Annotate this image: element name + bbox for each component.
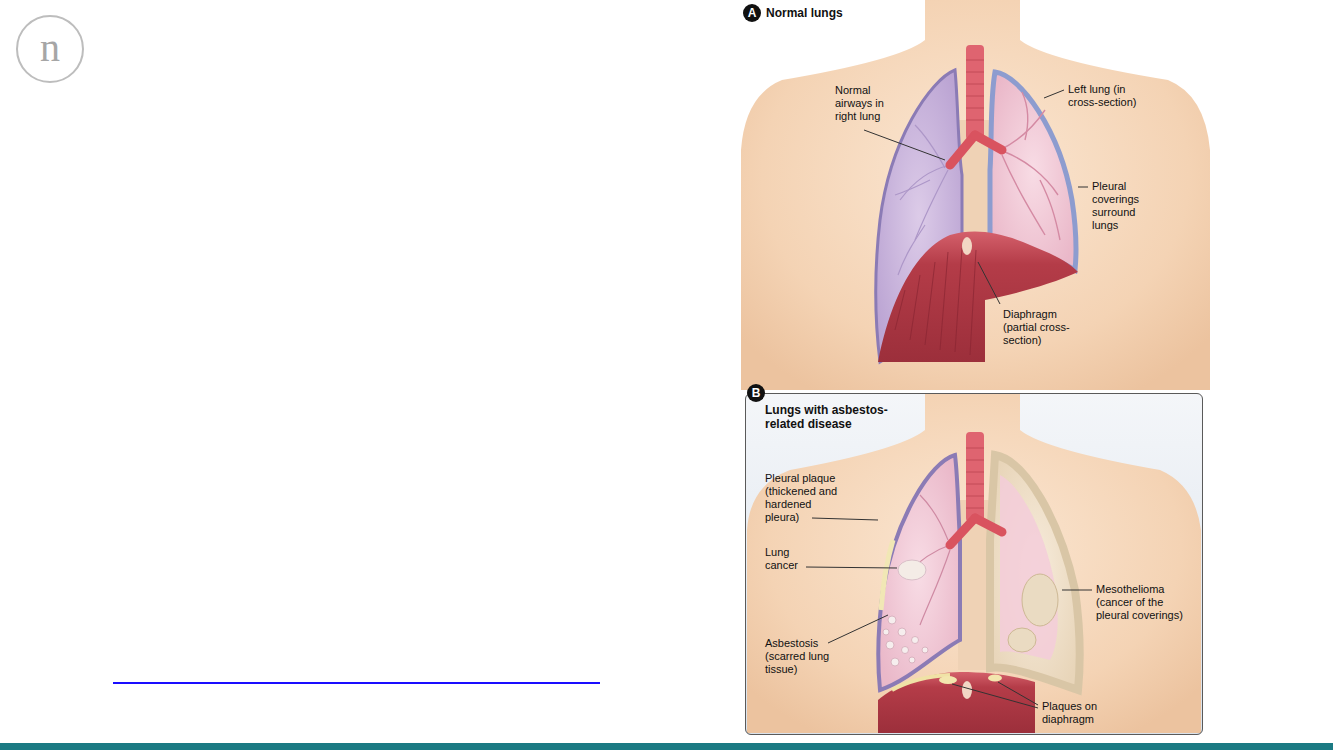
panel-letter-badge: A (743, 4, 761, 22)
logo-letter: n (20, 20, 80, 76)
callout-label: Left lung (in cross-section) (1068, 83, 1140, 109)
callout-label: Lung cancer (765, 546, 807, 572)
panel-title: Normal lungs (766, 6, 843, 20)
callout-label: Plaques on diaphragm (1042, 700, 1112, 726)
callout-label: Asbestosis (scarred lung tissue) (765, 637, 837, 676)
panel-heading: Lungs with asbestos-related disease (765, 403, 890, 431)
badge-letter: A (748, 6, 757, 20)
callout-label: Pleural plaque (thickened and hardened p… (765, 472, 847, 524)
callout-label: Normal airways in right lung (835, 84, 893, 123)
badge-letter: B (752, 386, 761, 400)
callout-label: Mesothelioma (cancer of the pleural cove… (1096, 583, 1192, 622)
callout-label: Pleural coverings surround lungs (1092, 180, 1154, 232)
disease-panel: Lungs with asbestos-related diseaseB (745, 393, 1203, 735)
callout-label: Diaphragm (partial cross-section) (1003, 308, 1087, 347)
panel-letter-badge: B (747, 384, 765, 402)
